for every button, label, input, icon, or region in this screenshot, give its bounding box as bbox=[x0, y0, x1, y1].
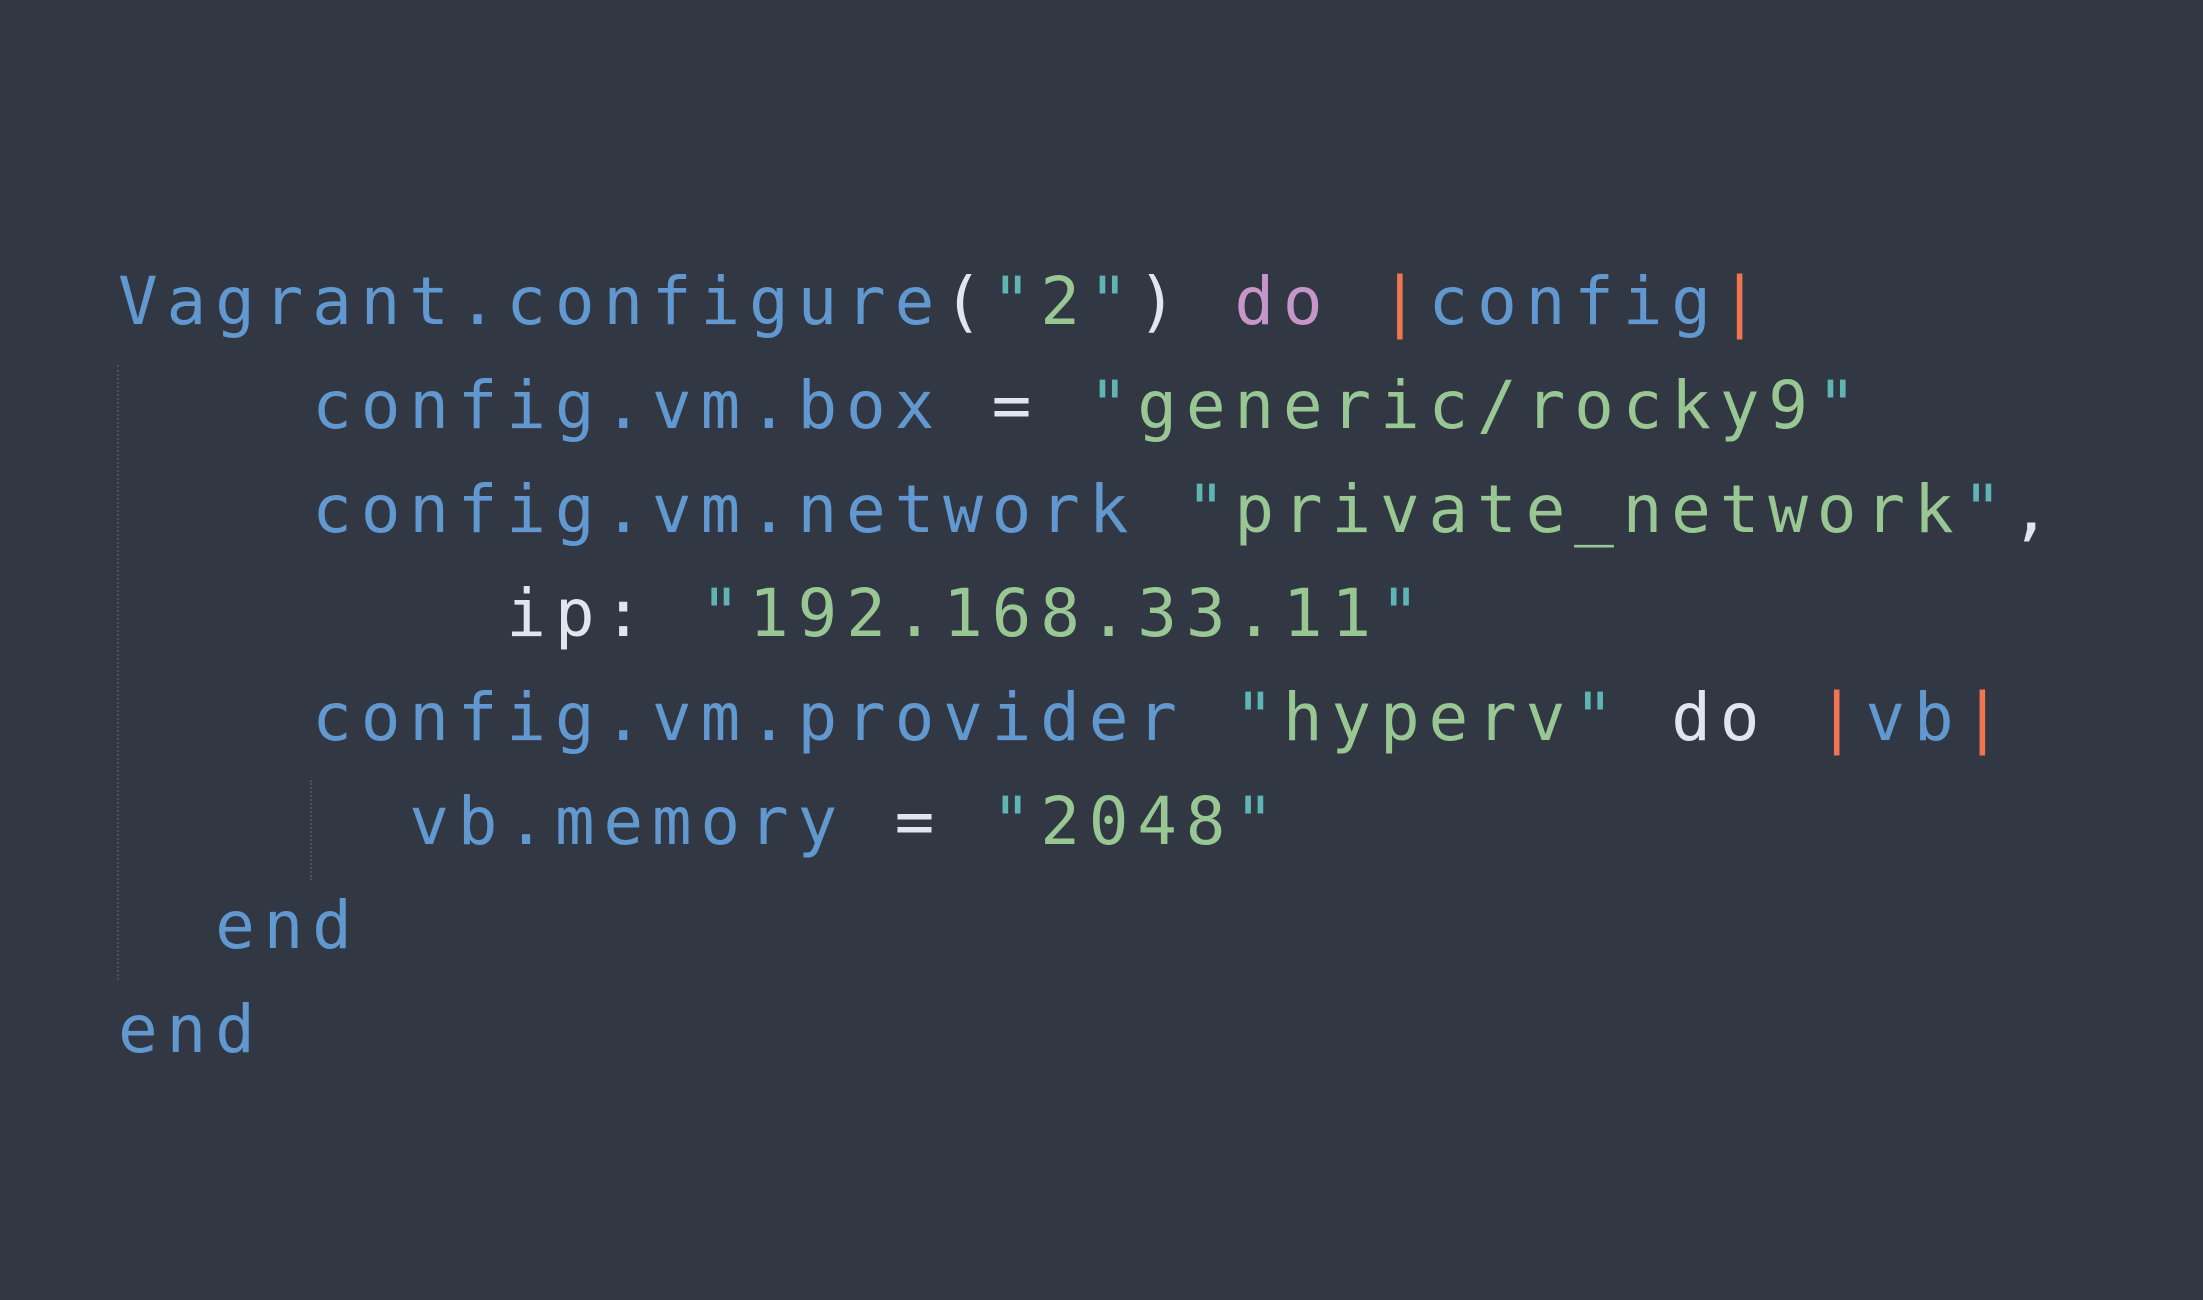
token-space bbox=[1331, 263, 1380, 340]
token-identifier: vb.memory bbox=[409, 783, 847, 860]
code-line-1: Vagrant.configure("2") do |config| bbox=[118, 250, 2059, 354]
code-line-8: end bbox=[118, 978, 2059, 1082]
indent bbox=[118, 887, 215, 964]
token-keyword-do: do bbox=[1622, 679, 1817, 756]
token-paren: ( bbox=[943, 263, 992, 340]
token-quote: " bbox=[1234, 679, 1283, 756]
token-string: generic/rocky9 bbox=[1137, 367, 1817, 444]
code-line-7: end bbox=[118, 874, 2059, 978]
token-identifier: config.vm.provider bbox=[312, 679, 1186, 756]
token-space bbox=[1186, 679, 1235, 756]
token-quote: " bbox=[700, 575, 749, 652]
code-line-6: vb.memory = "2048" bbox=[118, 770, 2059, 874]
token-symbol-key: ip: bbox=[506, 575, 701, 652]
token-quote: " bbox=[1574, 679, 1623, 756]
token-quote: " bbox=[1088, 367, 1138, 444]
token-string: private_network bbox=[1234, 471, 1963, 548]
token-operator: = bbox=[943, 367, 1089, 444]
token-space bbox=[1137, 471, 1186, 548]
token-block-param: config bbox=[1428, 263, 1720, 340]
token-block-pipe: | bbox=[1962, 679, 2011, 756]
token-quote: " bbox=[1088, 263, 1138, 340]
token-string: 192.168.33.11 bbox=[749, 575, 1380, 652]
indent bbox=[118, 679, 312, 756]
indent-guide-inner bbox=[310, 780, 312, 880]
token-block-pipe: | bbox=[1816, 679, 1866, 756]
indent-guide-outer bbox=[117, 365, 119, 980]
indent bbox=[118, 575, 506, 652]
token-quote: " bbox=[1962, 471, 2011, 548]
token-block-pipe: | bbox=[1719, 263, 1769, 340]
token-quote: " bbox=[1234, 783, 1283, 860]
code-line-3: config.vm.network "private_network", bbox=[118, 458, 2059, 562]
token-string: 2 bbox=[1040, 263, 1089, 340]
token-block-pipe: | bbox=[1380, 263, 1429, 340]
indent bbox=[118, 367, 312, 444]
token-quote: " bbox=[1816, 367, 1866, 444]
token-comma: , bbox=[2010, 471, 2060, 548]
token-string: hyperv bbox=[1282, 679, 1575, 756]
token-identifier: config.vm.box bbox=[312, 367, 944, 444]
token-operator: = bbox=[846, 783, 992, 860]
token-quote: " bbox=[1379, 575, 1429, 652]
code-line-4: ip: "192.168.33.11" bbox=[118, 562, 2059, 666]
code-block[interactable]: Vagrant.configure("2") do |config| confi… bbox=[118, 250, 2059, 1082]
code-line-2: config.vm.box = "generic/rocky9" bbox=[118, 354, 2059, 458]
token-identifier: Vagrant.configure bbox=[118, 263, 944, 340]
indent bbox=[118, 783, 409, 860]
token-quote: " bbox=[1185, 471, 1235, 548]
token-paren: ) bbox=[1137, 263, 1235, 340]
indent bbox=[118, 471, 312, 548]
code-line-5: config.vm.provider "hyperv" do |vb| bbox=[118, 666, 2059, 770]
token-keyword: do bbox=[1234, 263, 1332, 340]
token-block-param: vb bbox=[1865, 679, 1963, 756]
token-quote: " bbox=[991, 783, 1041, 860]
token-keyword-end: end bbox=[215, 887, 361, 964]
token-identifier: config.vm.network bbox=[312, 471, 1138, 548]
token-keyword-end: end bbox=[118, 991, 264, 1068]
token-string: 2048 bbox=[1040, 783, 1235, 860]
token-quote: " bbox=[991, 263, 1041, 340]
